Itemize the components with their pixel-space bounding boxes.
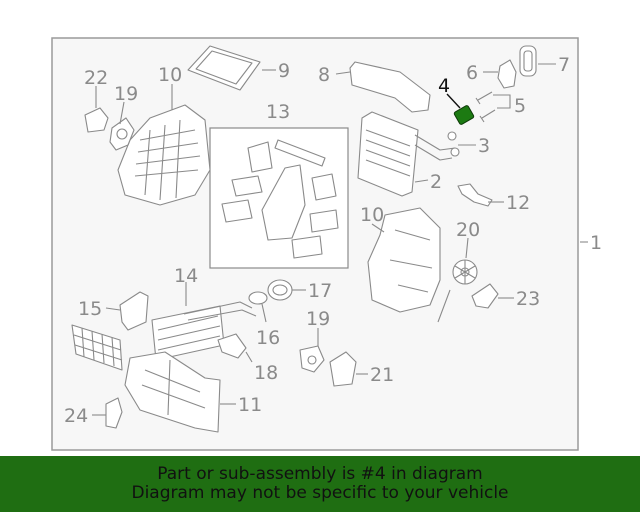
part-13-door-a [247,141,273,173]
resistor-rod [437,289,451,323]
part-6-gasket [497,59,517,89]
part-11-case-detail [141,359,206,416]
part-13-door-e [311,173,337,201]
leader-5 [493,94,511,109]
part-7-seal-inner [523,50,533,72]
callout-10-upper: 10 [158,64,182,86]
caption-banner: Part or sub-assembly is #4 in diagram Di… [0,456,640,512]
caption-line-2: Diagram may not be specific to your vehi… [131,483,509,503]
part-4-highlighted[interactable] [446,93,475,125]
callout-10-lower: 10 [360,204,384,226]
callout-5: 5 [514,95,526,117]
part-12-pipe-bracket [457,183,493,207]
callout-20: 20 [456,219,480,241]
leader-16 [261,303,267,323]
part-10-heater-housing [367,207,441,313]
part-13-door-f [309,209,339,233]
part-2-core-fins [365,129,411,177]
part-2-core-pipes [414,134,456,161]
part-16-seal [248,291,268,305]
part-15-cover [119,291,149,331]
part-18-clip [217,333,247,359]
part-13-door-g [291,235,323,259]
leader-18 [245,351,253,363]
part-13-panel [261,164,306,241]
leader-20 [465,237,469,259]
callout-9: 9 [278,60,290,82]
part-20-wheel-vanes [454,260,476,284]
part-17-seal [267,279,293,301]
callout-13: 13 [266,101,290,123]
leader-19a [119,101,125,125]
callout-19-upper: 19 [114,83,138,105]
callout-23: 23 [516,288,540,310]
leader-15 [105,307,121,311]
part-10-housing-ribs [134,119,201,201]
callout-16: 16 [256,327,280,349]
part-4-leader [446,93,461,109]
callout-4[interactable]: 4 [438,75,450,97]
part-19-lower-gear [307,355,317,365]
callout-17: 17 [308,280,332,302]
part-5-bolt-b [479,109,496,123]
callout-18: 18 [254,362,278,384]
part-9-filter-inner [195,50,253,85]
part-4-valve-body [453,105,475,125]
leader-2 [414,179,429,183]
part-5-bolt-a [475,91,493,105]
caption-line-1: Part or sub-assembly is #4 in diagram [157,464,483,484]
callout-1: 1 [590,232,602,254]
leader-10b [371,223,385,233]
part-14-core-tubes [183,301,257,321]
callout-3: 3 [478,135,490,157]
part-19-actuator-gear [116,128,128,140]
part-15-grille [71,324,123,371]
part-10-blower-housing-upper [117,104,211,206]
leader-8 [335,71,351,75]
callout-21: 21 [370,364,394,386]
part-14-core-fins [157,315,221,351]
part-15-grille-lines [73,327,123,367]
part-22-sensor [84,107,109,133]
part-10-housing-detail [389,229,433,293]
callout-24: 24 [64,405,88,427]
callout-19-lower: 19 [306,308,330,330]
part-3-oring-b [450,147,460,157]
callout-22: 22 [84,67,108,89]
part-21-actuator [329,351,357,387]
part-23-bracket [471,283,499,309]
part-13-door-d [221,199,253,223]
callout-15: 15 [78,298,102,320]
part-24-drain-hose [105,397,123,429]
callout-2: 2 [430,171,442,193]
part-8-air-duct [349,61,431,113]
callout-12: 12 [506,192,530,214]
callout-6: 6 [466,62,478,84]
callout-14: 14 [174,265,198,287]
part-13-door-c [231,175,263,197]
callout-7: 7 [558,54,570,76]
callout-8: 8 [318,64,330,86]
part-13-door-b [274,139,326,167]
parts-diagram: 1 2 3 4 5 6 7 8 9 10 10 11 12 13 14 15 1… [51,37,602,451]
callout-11: 11 [238,394,262,416]
part-17-seal-inner [272,284,288,296]
part-3-oring-a [447,131,457,141]
